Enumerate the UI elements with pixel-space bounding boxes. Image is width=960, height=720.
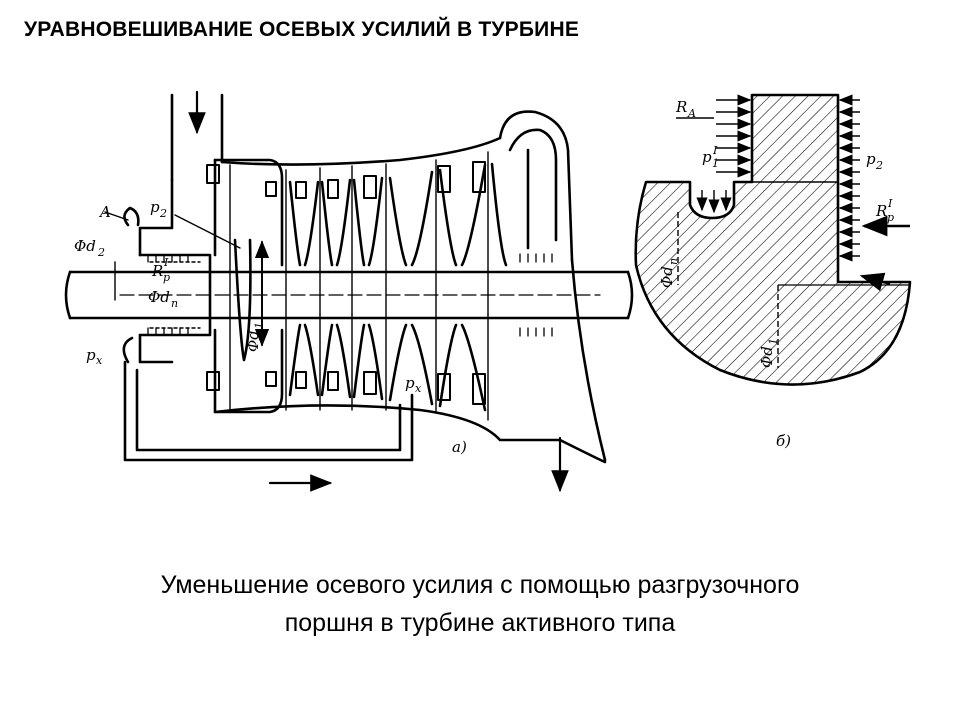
label-d1: Φd — [244, 330, 262, 352]
label-p1-sup: I — [712, 144, 718, 157]
label-rp-b: R — [875, 202, 887, 220]
label-rp-sub: p — [163, 271, 170, 284]
label-p2-b-sub: 2 — [875, 159, 883, 172]
label-rp-b-sup: I — [887, 197, 893, 210]
label-p2: p — [150, 198, 160, 216]
label-a: A — [98, 203, 111, 221]
label-rp: R — [151, 262, 163, 280]
figure-a-turbine-section — [64, 90, 634, 493]
label-px-left-sub: x — [96, 354, 103, 367]
label-p2-b: p — [866, 150, 876, 168]
label-d1-b: Φd — [758, 346, 776, 368]
label-p2-sub: 2 — [159, 207, 167, 220]
label-p1-sub: 1 — [712, 157, 719, 170]
figure-caption: Уменьшение осевого усилия с помощью разг… — [0, 566, 960, 642]
page-title: УРАВНОВЕШИВАНИЕ ОСЕВЫХ УСИЛИЙ В ТУРБИНЕ — [24, 18, 580, 41]
label-rp-b-sub: p — [887, 211, 894, 224]
caption-line-1: Уменьшение осевого усилия с помощью разг… — [160, 571, 800, 599]
label-dn-b-sub: п — [667, 258, 680, 265]
figure-b-piston-detail — [634, 93, 912, 386]
figure-b-labels: R A p 1 I p 2 R p I Φd п Φd 1 б) — [658, 98, 894, 450]
figure-b-part-label: б) — [776, 432, 791, 450]
label-rp-sup: I — [163, 256, 169, 269]
label-ra: R — [675, 98, 687, 116]
label-d1-b-sub: 1 — [767, 338, 780, 345]
piston-body — [634, 93, 912, 386]
label-ra-sub: A — [687, 107, 696, 120]
label-p1: p — [702, 148, 712, 166]
label-d2: Φd — [74, 237, 96, 255]
label-px-right: p — [405, 374, 415, 392]
label-dn: Φd — [148, 288, 170, 306]
label-dn-b: Φd — [658, 266, 676, 288]
figure-a-part-label: а) — [452, 438, 467, 456]
label-d1-sub: 1 — [253, 322, 266, 329]
label-px-right-sub: x — [415, 382, 422, 395]
label-d2-sub: 2 — [97, 246, 105, 259]
label-px-left: p — [86, 346, 96, 364]
label-dn-sub: п — [171, 297, 178, 310]
figure-a-labels: A p 2 Φd 2 R p I Φd п Φd 1 p x p x а) — [74, 198, 467, 456]
turbine-diagram: A p 2 Φd 2 R p I Φd п Φd 1 p x p x а) — [64, 90, 912, 493]
caption-line-2: поршня в турбине активного типа — [284, 609, 676, 637]
